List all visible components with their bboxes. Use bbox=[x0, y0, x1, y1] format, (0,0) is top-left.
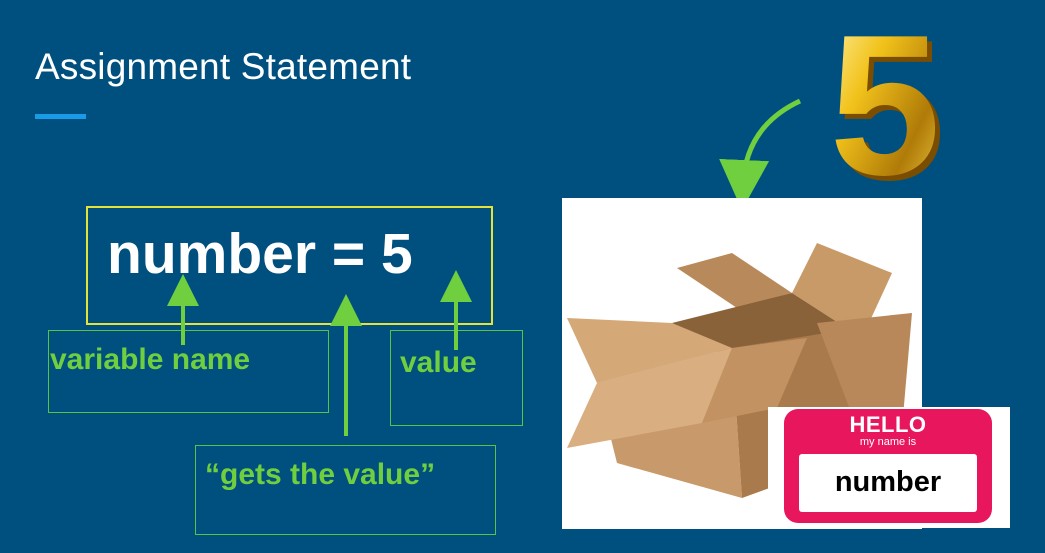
svg-text:5: 5 bbox=[834, 14, 945, 194]
gets-the-value-box bbox=[195, 445, 496, 535]
variable-name-box bbox=[48, 330, 329, 413]
slide-title: Assignment Statement bbox=[35, 46, 412, 87]
name-tag: HELLO my name is number bbox=[768, 407, 1010, 528]
gets-the-value-label: “gets the value” bbox=[205, 458, 436, 491]
name-tag-name-field: number bbox=[799, 454, 977, 512]
name-tag-subtitle: my name is bbox=[859, 436, 917, 448]
code-statement: number = 5 bbox=[107, 222, 413, 286]
name-tag-badge: HELLO my name is number bbox=[784, 409, 992, 523]
curved-arrow-icon bbox=[719, 98, 802, 210]
name-tag-hello: HELLO bbox=[849, 412, 927, 437]
name-tag-name: number bbox=[834, 466, 942, 498]
svg-text:5: 5 bbox=[830, 14, 941, 194]
title-underline bbox=[35, 114, 86, 119]
code-box bbox=[86, 206, 493, 325]
variable-name-label: variable name bbox=[50, 343, 251, 376]
value-label: value bbox=[400, 346, 477, 379]
golden-five-icon: 5 5 bbox=[830, 14, 946, 194]
